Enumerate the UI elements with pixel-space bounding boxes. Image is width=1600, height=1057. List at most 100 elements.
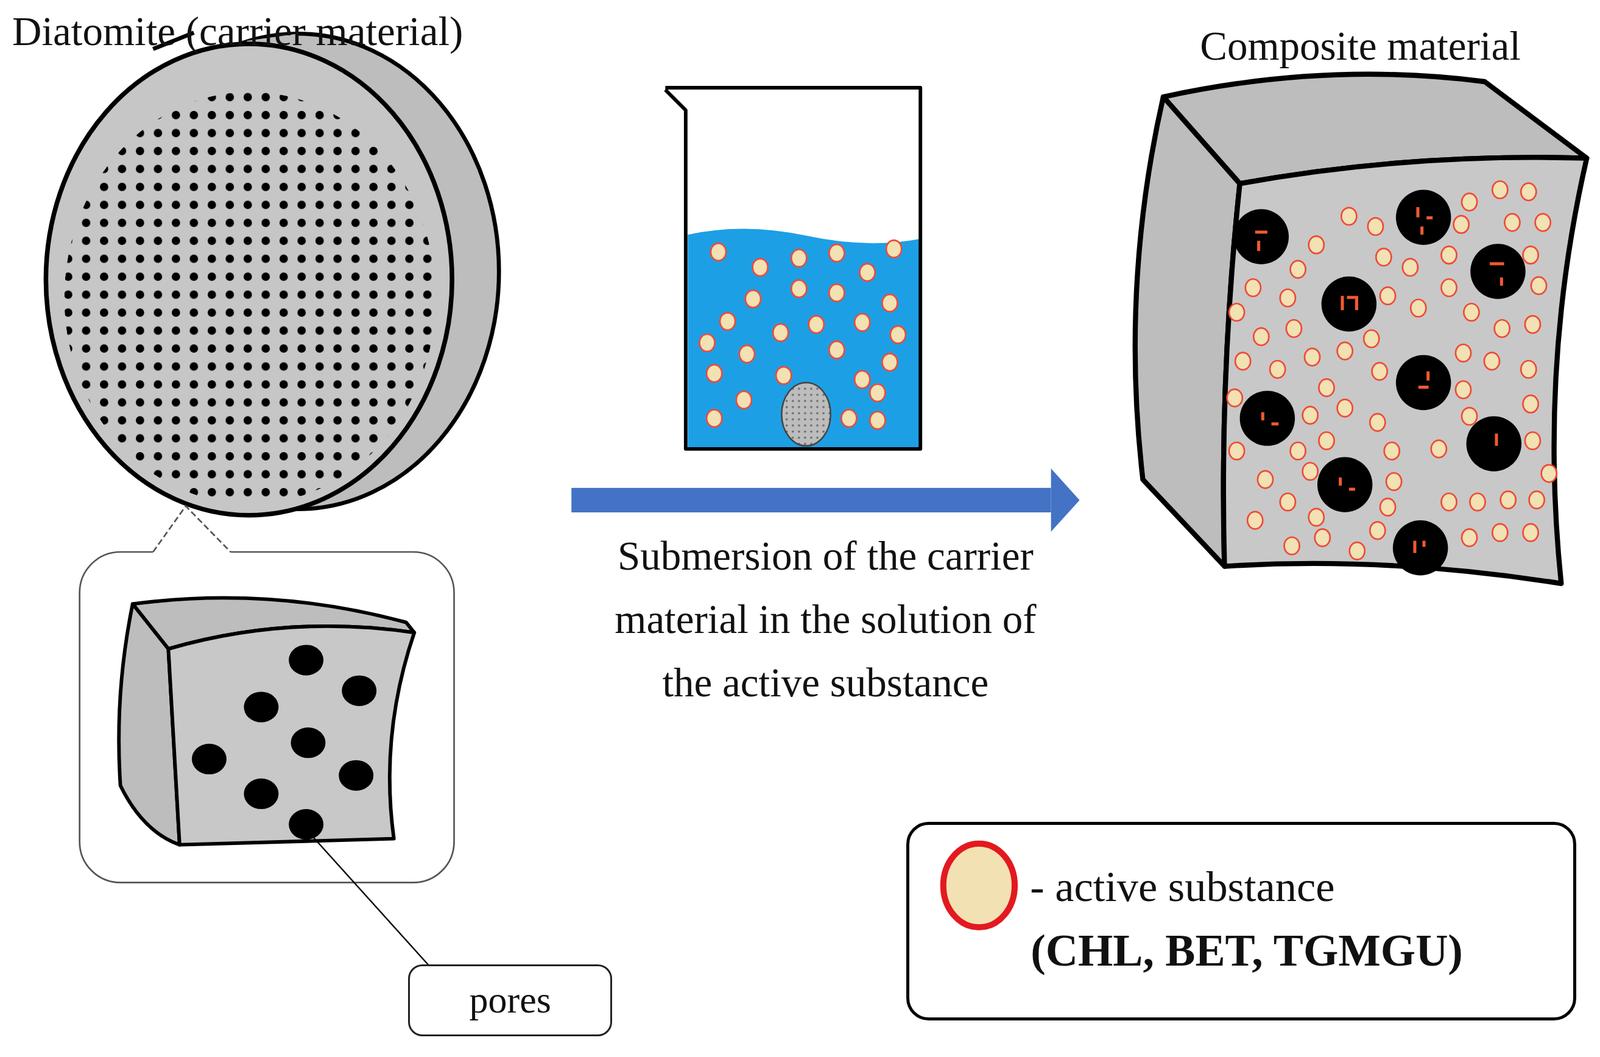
- composite-block-part-part: [1280, 493, 1296, 511]
- beaker-part-part: [890, 325, 906, 343]
- composite-block-part-part: [1431, 440, 1447, 458]
- beaker-part-part: [881, 353, 898, 371]
- beaker-part-part: [706, 364, 722, 382]
- composite-block-part-part: [1349, 542, 1365, 560]
- zoom-inset-part: [308, 831, 429, 965]
- composite-block-part-part: [1308, 508, 1325, 526]
- process-arrow: [571, 468, 1080, 532]
- beaker-part-part: [710, 243, 726, 261]
- composite-block-part-part: [1280, 289, 1296, 307]
- beaker-part-part: [772, 324, 789, 342]
- zoom-inset-part-part: [288, 808, 324, 840]
- zoom-inset-part: [118, 603, 180, 845]
- beaker-part-part: [739, 345, 755, 363]
- beaker-part-part: [791, 249, 807, 267]
- composite-block-part-part: [1372, 362, 1388, 380]
- beaker-part: [687, 229, 921, 449]
- composite-block-part-part: [1380, 498, 1396, 516]
- composite-block-part-part: [1257, 240, 1261, 251]
- composite-block-part-part: [1283, 537, 1300, 555]
- legend-box: - active substance: [906, 821, 1577, 1021]
- composite-block-part-part: [1369, 521, 1386, 540]
- composite-block-part-part: [1525, 315, 1541, 333]
- callout-label: pores: [469, 978, 552, 1022]
- composite-block-part-part: [1229, 442, 1245, 460]
- composite-block-part-part: [1461, 193, 1477, 211]
- composite-block-part-part: [1416, 207, 1420, 218]
- beaker-part-part: [828, 244, 845, 262]
- composite-block-part-part: [1492, 180, 1508, 198]
- composite-block-part-part: [1441, 278, 1457, 297]
- composite-block-part-part: [1384, 442, 1400, 460]
- composite-block-part-part: [1290, 442, 1306, 460]
- composite-block-part-part: [1227, 389, 1243, 407]
- zoom-inset-part-part: [288, 644, 324, 675]
- composite-block-part-part: [1441, 246, 1457, 264]
- beaker: [665, 87, 921, 449]
- composite-block-part-part: [1461, 407, 1477, 425]
- composite-block-part-part: [1257, 470, 1273, 488]
- zoom-inset-part-part: [243, 691, 279, 722]
- composite-block-part-part: [1531, 277, 1547, 295]
- composite-block-part-part: [1529, 490, 1545, 508]
- composite-block-part-part: [1413, 540, 1417, 554]
- composite-block-part-part: [1375, 248, 1392, 266]
- composite-block-part-part: [1314, 528, 1331, 546]
- diatomite-disk-part: [45, 43, 452, 516]
- composite-block-part: [1255, 207, 1505, 554]
- composite-block-part-part: [1422, 540, 1426, 547]
- diatomite-disk-part: [64, 91, 437, 505]
- composite-block-part-part: [1318, 431, 1334, 449]
- composite-block-part-part: [1337, 342, 1353, 360]
- composite-block-part-part: [1340, 296, 1344, 311]
- composite-block-part-part: [1386, 472, 1402, 490]
- composite-block-part-part: [1290, 260, 1306, 278]
- composite-block-part-part: [1349, 487, 1356, 491]
- composite-block-part-part: [1520, 360, 1537, 378]
- composite-block-part-part: [1321, 276, 1377, 332]
- composite-block-part-part: [1523, 395, 1539, 413]
- composite-block-part: [1223, 157, 1587, 584]
- composite-node: Composite material: [1079, 18, 1600, 623]
- node-heading: Composite material: [1199, 22, 1521, 70]
- composite-block-part-part: [1302, 462, 1319, 480]
- legend-swatch-shape: [943, 843, 1015, 927]
- legend-abbreviations: (CHL, BET, TGMGU): [1030, 924, 1463, 977]
- composite-block-part-part: [1466, 415, 1522, 471]
- zoom-inset-part: [152, 506, 231, 552]
- beaker-part-part: [886, 239, 902, 258]
- composite-block-part-part: [1469, 493, 1485, 511]
- composite-block-part-part: [1302, 406, 1319, 424]
- composite-block-part-part: [1253, 327, 1269, 345]
- composite-block-part: [1227, 180, 1557, 560]
- composite-block-part-part: [1286, 319, 1302, 337]
- composite-block-part-part: [1271, 422, 1280, 426]
- composite-block-part-part: [1520, 183, 1537, 201]
- composite-block-part-part: [1245, 278, 1261, 297]
- beaker-part-part: [854, 313, 870, 331]
- composite-block-part-part: [1504, 213, 1520, 231]
- beaker-part-part: [869, 384, 885, 402]
- composite-block-part-part: [1455, 344, 1471, 362]
- zoom-inset-part: [191, 644, 377, 840]
- composite-block-part-part: [1484, 352, 1500, 370]
- composite-block-part-part: [1525, 431, 1541, 449]
- composite-block-part-part: [1523, 523, 1539, 541]
- zoom-inset-part: [168, 626, 415, 845]
- beaker-part: [665, 87, 921, 449]
- composite-block-part-part: [1494, 319, 1510, 337]
- composite-block-part-part: [1367, 218, 1384, 236]
- composite-block-part-part: [1500, 277, 1504, 286]
- composite-block-part-part: [1317, 456, 1373, 512]
- beaker-part-part: [859, 263, 876, 281]
- zoom-inset-part-part: [341, 675, 377, 706]
- composite-block-part-part: [1269, 360, 1286, 378]
- composite-block-part-part: [1304, 348, 1320, 366]
- composite-block-part-part: [1338, 477, 1342, 486]
- composite-block-part-part: [1455, 381, 1471, 399]
- beaker-part-part: [854, 370, 870, 388]
- beaker-part: [781, 382, 831, 446]
